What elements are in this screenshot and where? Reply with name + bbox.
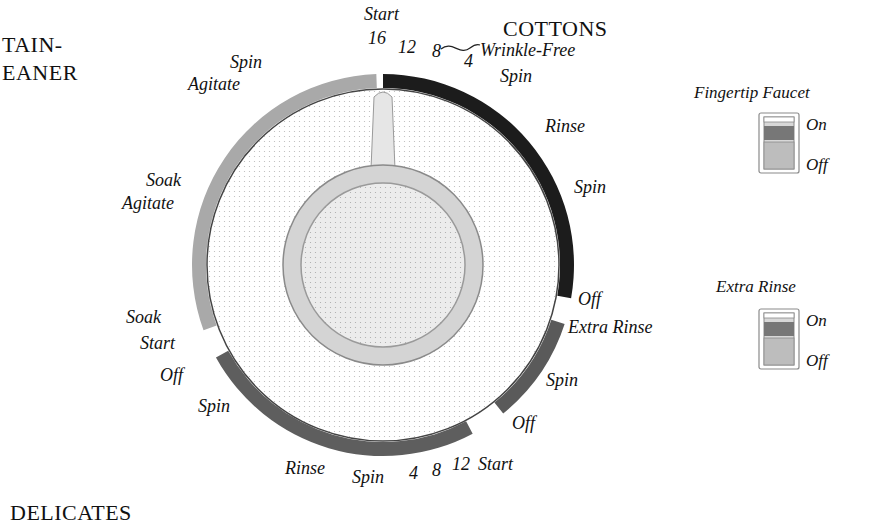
dial-setting: Start	[478, 455, 513, 473]
dial-setting: Off	[512, 414, 535, 432]
cycle-heading: DELICATES	[10, 502, 132, 524]
rocker-switch	[758, 308, 800, 370]
dial-setting: Agitate	[122, 194, 174, 212]
knob-center	[301, 183, 465, 347]
switch-state: On	[806, 116, 827, 133]
dial-setting: Soak	[126, 308, 161, 326]
switch: Extra RinseOnOff	[686, 278, 832, 374]
switch-state: Off	[806, 156, 828, 173]
switch-title: Extra Rinse	[716, 278, 796, 295]
cycle-heading: EANER	[2, 62, 78, 84]
leader-line	[441, 45, 480, 51]
dial-setting: Rinse	[545, 117, 585, 135]
switch-state: Off	[806, 352, 828, 369]
dial-setting: Spin	[500, 67, 532, 85]
switch: Fingertip FaucetOnOff	[686, 84, 832, 178]
dial-setting: Off	[160, 366, 183, 384]
cycle-heading: TAIN-	[2, 34, 63, 56]
dial-face	[207, 89, 559, 441]
dial-setting: Rinse	[285, 459, 325, 477]
dial-setting: 12	[398, 38, 416, 56]
dial-setting: 8	[432, 42, 441, 60]
dial-setting: 4	[409, 464, 418, 482]
dial-setting: Start	[364, 5, 399, 23]
dial-setting: Spin	[352, 468, 384, 486]
dial-setting: 12	[452, 455, 470, 473]
switch-state: On	[806, 312, 827, 329]
dial-setting: Soak	[146, 171, 181, 189]
rocker-switch	[758, 112, 800, 174]
dial-setting: Agitate	[188, 75, 240, 93]
dial-setting: Spin	[546, 371, 578, 389]
dial-setting: Spin	[230, 53, 262, 71]
dial-setting: 8	[432, 461, 441, 479]
dial-setting: Start	[140, 334, 175, 352]
dial-setting: Extra Rinse	[568, 318, 652, 336]
dial-setting: Wrinkle-Free	[480, 41, 575, 59]
knob-rim	[283, 165, 483, 365]
switch-title: Fingertip Faucet	[694, 84, 810, 101]
dial-setting: Spin	[574, 178, 606, 196]
cycle-heading: COTTONS	[503, 18, 608, 40]
dial-setting: Off	[578, 290, 601, 308]
dial-setting: Spin	[198, 397, 230, 415]
dial-setting: 16	[368, 29, 386, 47]
dial-setting: 4	[464, 52, 473, 70]
